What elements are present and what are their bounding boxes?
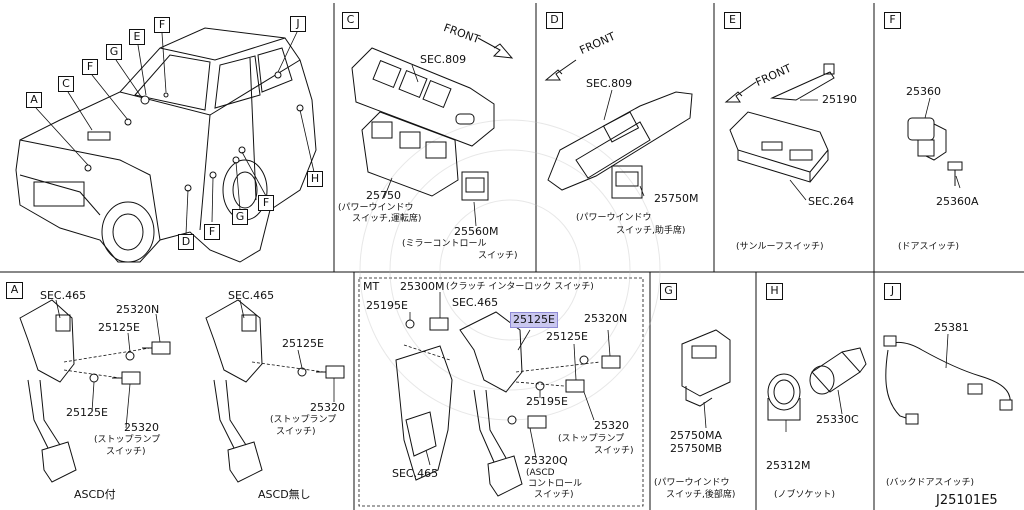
part-description: スイッチ,運転席) xyxy=(352,214,422,224)
part-number-25381[interactable]: 25381 xyxy=(934,321,969,334)
part-number-25320[interactable]: 25320 xyxy=(124,421,159,434)
part-number-25195e[interactable]: 25195E xyxy=(366,299,408,312)
sec-reference: SEC.465 xyxy=(452,296,499,309)
callout-g[interactable]: G xyxy=(106,44,122,60)
panel-g-drawing xyxy=(681,329,731,429)
callout-j[interactable]: J xyxy=(290,16,306,32)
part-description: スイッチ) xyxy=(276,427,316,437)
part-number-25125e[interactable]: 25125E xyxy=(282,337,324,350)
part-number-25300m[interactable]: 25300M xyxy=(400,280,445,293)
sec-reference: SEC.465 xyxy=(40,289,87,302)
panel-letter-e: E xyxy=(724,12,741,29)
part-number-25195e[interactable]: 25195E xyxy=(526,395,568,408)
part-number-25750ma[interactable]: 25750MA xyxy=(670,429,723,442)
callout-c[interactable]: C xyxy=(58,76,74,92)
part-description: (ASCD xyxy=(526,468,555,478)
panel-letter-j: J xyxy=(884,283,901,300)
part-description: (サンルーフスイッチ) xyxy=(736,242,824,252)
sec-reference: SEC.809 xyxy=(586,77,633,90)
part-number-25320q[interactable]: 25320Q xyxy=(524,454,568,467)
part-number-25312m[interactable]: 25312M xyxy=(766,459,811,472)
callout-f[interactable]: F xyxy=(204,224,220,240)
part-number-25330c[interactable]: 25330C xyxy=(816,413,859,426)
panel-letter-h: H xyxy=(766,283,783,300)
callout-f[interactable]: F xyxy=(258,195,274,211)
panel-h-drawing xyxy=(767,347,867,432)
callout-h[interactable]: H xyxy=(307,171,323,187)
part-description: スイッチ) xyxy=(478,251,518,261)
sec-reference: SEC.465 xyxy=(392,467,439,480)
part-description: (パワーウインドウ xyxy=(576,213,652,223)
variant-caption: ASCD付 xyxy=(74,488,116,501)
part-number-25750m[interactable]: 25750M xyxy=(654,192,699,205)
callout-g[interactable]: G xyxy=(232,209,248,225)
part-description: スイッチ) xyxy=(106,447,146,457)
vehicle-drawing xyxy=(15,27,317,263)
part-number-25125e[interactable]: 25125E xyxy=(546,330,588,343)
panel-c-drawing xyxy=(351,37,514,227)
callout-f[interactable]: F xyxy=(154,17,170,33)
diagram-id: J25101E5 xyxy=(936,493,998,508)
part-description: (ドアスイッチ) xyxy=(898,242,960,252)
sec-reference: SEC.809 xyxy=(420,53,467,66)
highlighted-part-25125e[interactable]: 25125E xyxy=(510,312,558,328)
watermark-emblem xyxy=(359,119,661,421)
panel-letter-g: G xyxy=(660,283,677,300)
variant-caption: ASCD無し xyxy=(258,488,311,501)
part-description: (パワーウインドウ xyxy=(338,203,414,213)
part-number-25320[interactable]: 25320 xyxy=(310,401,345,414)
mt-tag: MT xyxy=(363,280,380,293)
part-number-25560m[interactable]: 25560M xyxy=(454,225,499,238)
part-number-25125e[interactable]: 25125E xyxy=(66,406,108,419)
callout-e[interactable]: E xyxy=(129,29,145,45)
part-description: (ミラーコントロール xyxy=(402,239,487,249)
panel-letter-a: A xyxy=(6,282,23,299)
part-description: スイッチ,後部席) xyxy=(666,490,736,500)
part-number-25190[interactable]: 25190 xyxy=(822,93,857,106)
part-description: (ノブソケット) xyxy=(774,490,836,500)
panel-mt-drawing xyxy=(395,292,621,497)
part-number-25360a[interactable]: 25360A xyxy=(936,195,979,208)
panel-borders xyxy=(0,3,1024,510)
part-number-25750[interactable]: 25750 xyxy=(366,189,401,202)
part-description: (ストップランプ xyxy=(94,435,161,445)
part-number-25320n[interactable]: 25320N xyxy=(116,303,160,316)
panel-j-drawing xyxy=(883,333,1013,425)
part-description: (クラッチ インターロック スイッチ) xyxy=(446,282,594,292)
part-description: (パワーウインドウ xyxy=(654,478,730,488)
part-description: スイッチ) xyxy=(594,446,634,456)
panel-letter-c: C xyxy=(342,12,359,29)
part-description: スイッチ,助手席) xyxy=(616,226,686,236)
panel-letter-d: D xyxy=(546,12,563,29)
panel-letter-f: F xyxy=(884,12,901,29)
sec-reference: SEC.264 xyxy=(808,195,855,208)
panel-a-left-drawing xyxy=(19,299,171,483)
panel-e-drawing xyxy=(724,63,835,201)
panel-f-drawing xyxy=(907,97,963,189)
sec-reference: SEC.465 xyxy=(228,289,275,302)
part-number-25125e[interactable]: 25125E xyxy=(98,321,140,334)
part-description: (バックドアスイッチ) xyxy=(886,478,975,488)
part-number-25750mb[interactable]: 25750MB xyxy=(670,442,723,455)
callout-d[interactable]: D xyxy=(178,234,194,250)
panel-d-drawing xyxy=(544,59,693,199)
part-description: コントロール xyxy=(528,479,583,489)
part-number-25360[interactable]: 25360 xyxy=(906,85,941,98)
part-number-25320[interactable]: 25320 xyxy=(594,419,629,432)
panel-a-right-drawing xyxy=(205,299,345,483)
part-description: (ストップランプ xyxy=(270,415,337,425)
callout-f[interactable]: F xyxy=(82,59,98,75)
part-description: スイッチ) xyxy=(534,490,574,500)
part-number-25320n[interactable]: 25320N xyxy=(584,312,628,325)
callout-a[interactable]: A xyxy=(26,92,42,108)
part-description: (ストップランプ xyxy=(558,434,625,444)
